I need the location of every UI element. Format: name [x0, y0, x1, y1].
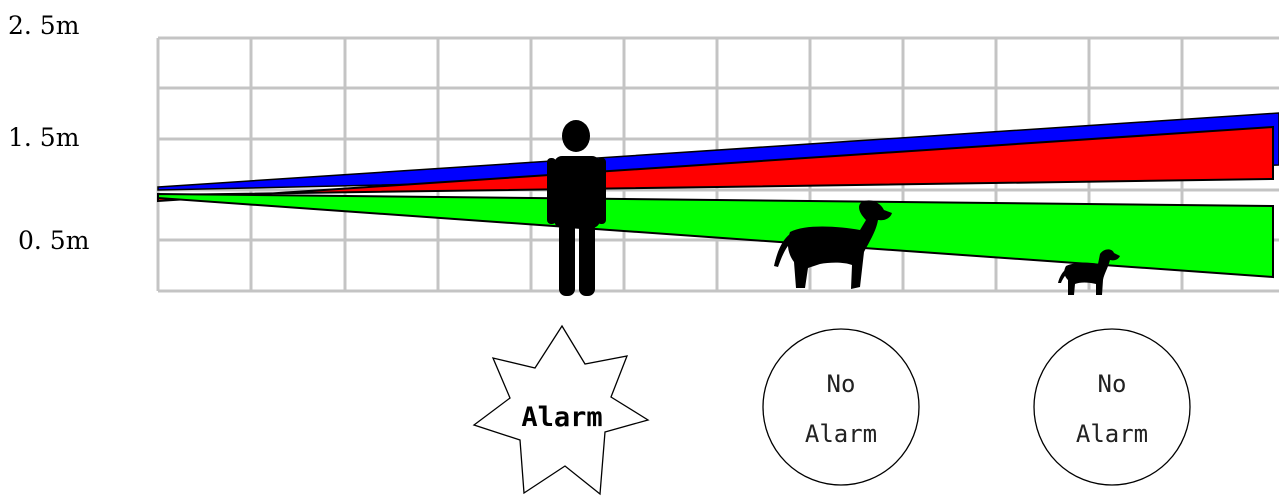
alarm-label: Alarm: [521, 402, 602, 433]
height-label-top: 2. 5m: [8, 11, 80, 40]
no-alarm-line2: Alarm: [805, 420, 877, 448]
no-alarm-badge-large-dog: No Alarm: [762, 328, 920, 486]
person-icon: [547, 120, 606, 296]
large-dog-icon: [774, 200, 892, 289]
person-head: [562, 120, 590, 152]
no-alarm-circle-shape: [1033, 328, 1191, 486]
person-leg-right: [579, 222, 595, 296]
beam-lower-green: [157, 192, 1274, 279]
no-alarm-badge-small-dog: No Alarm: [1033, 328, 1191, 486]
alarm-badge: Alarm: [472, 324, 650, 496]
person-arm-left: [547, 158, 556, 224]
alarm-star-shape: [472, 324, 650, 496]
no-alarm-circle-shape: [762, 328, 920, 486]
no-alarm-line1: No: [1098, 370, 1127, 398]
person-arm-right: [597, 158, 606, 224]
detection-beams: [157, 112, 1279, 279]
height-label-bottom: 0. 5m: [18, 226, 90, 255]
person-torso: [554, 156, 600, 228]
small-dog-icon: [1058, 249, 1120, 295]
person-leg-left: [559, 222, 575, 296]
height-label-middle: 1. 5m: [8, 123, 80, 152]
no-alarm-line2: Alarm: [1076, 420, 1148, 448]
no-alarm-line1: No: [827, 370, 856, 398]
